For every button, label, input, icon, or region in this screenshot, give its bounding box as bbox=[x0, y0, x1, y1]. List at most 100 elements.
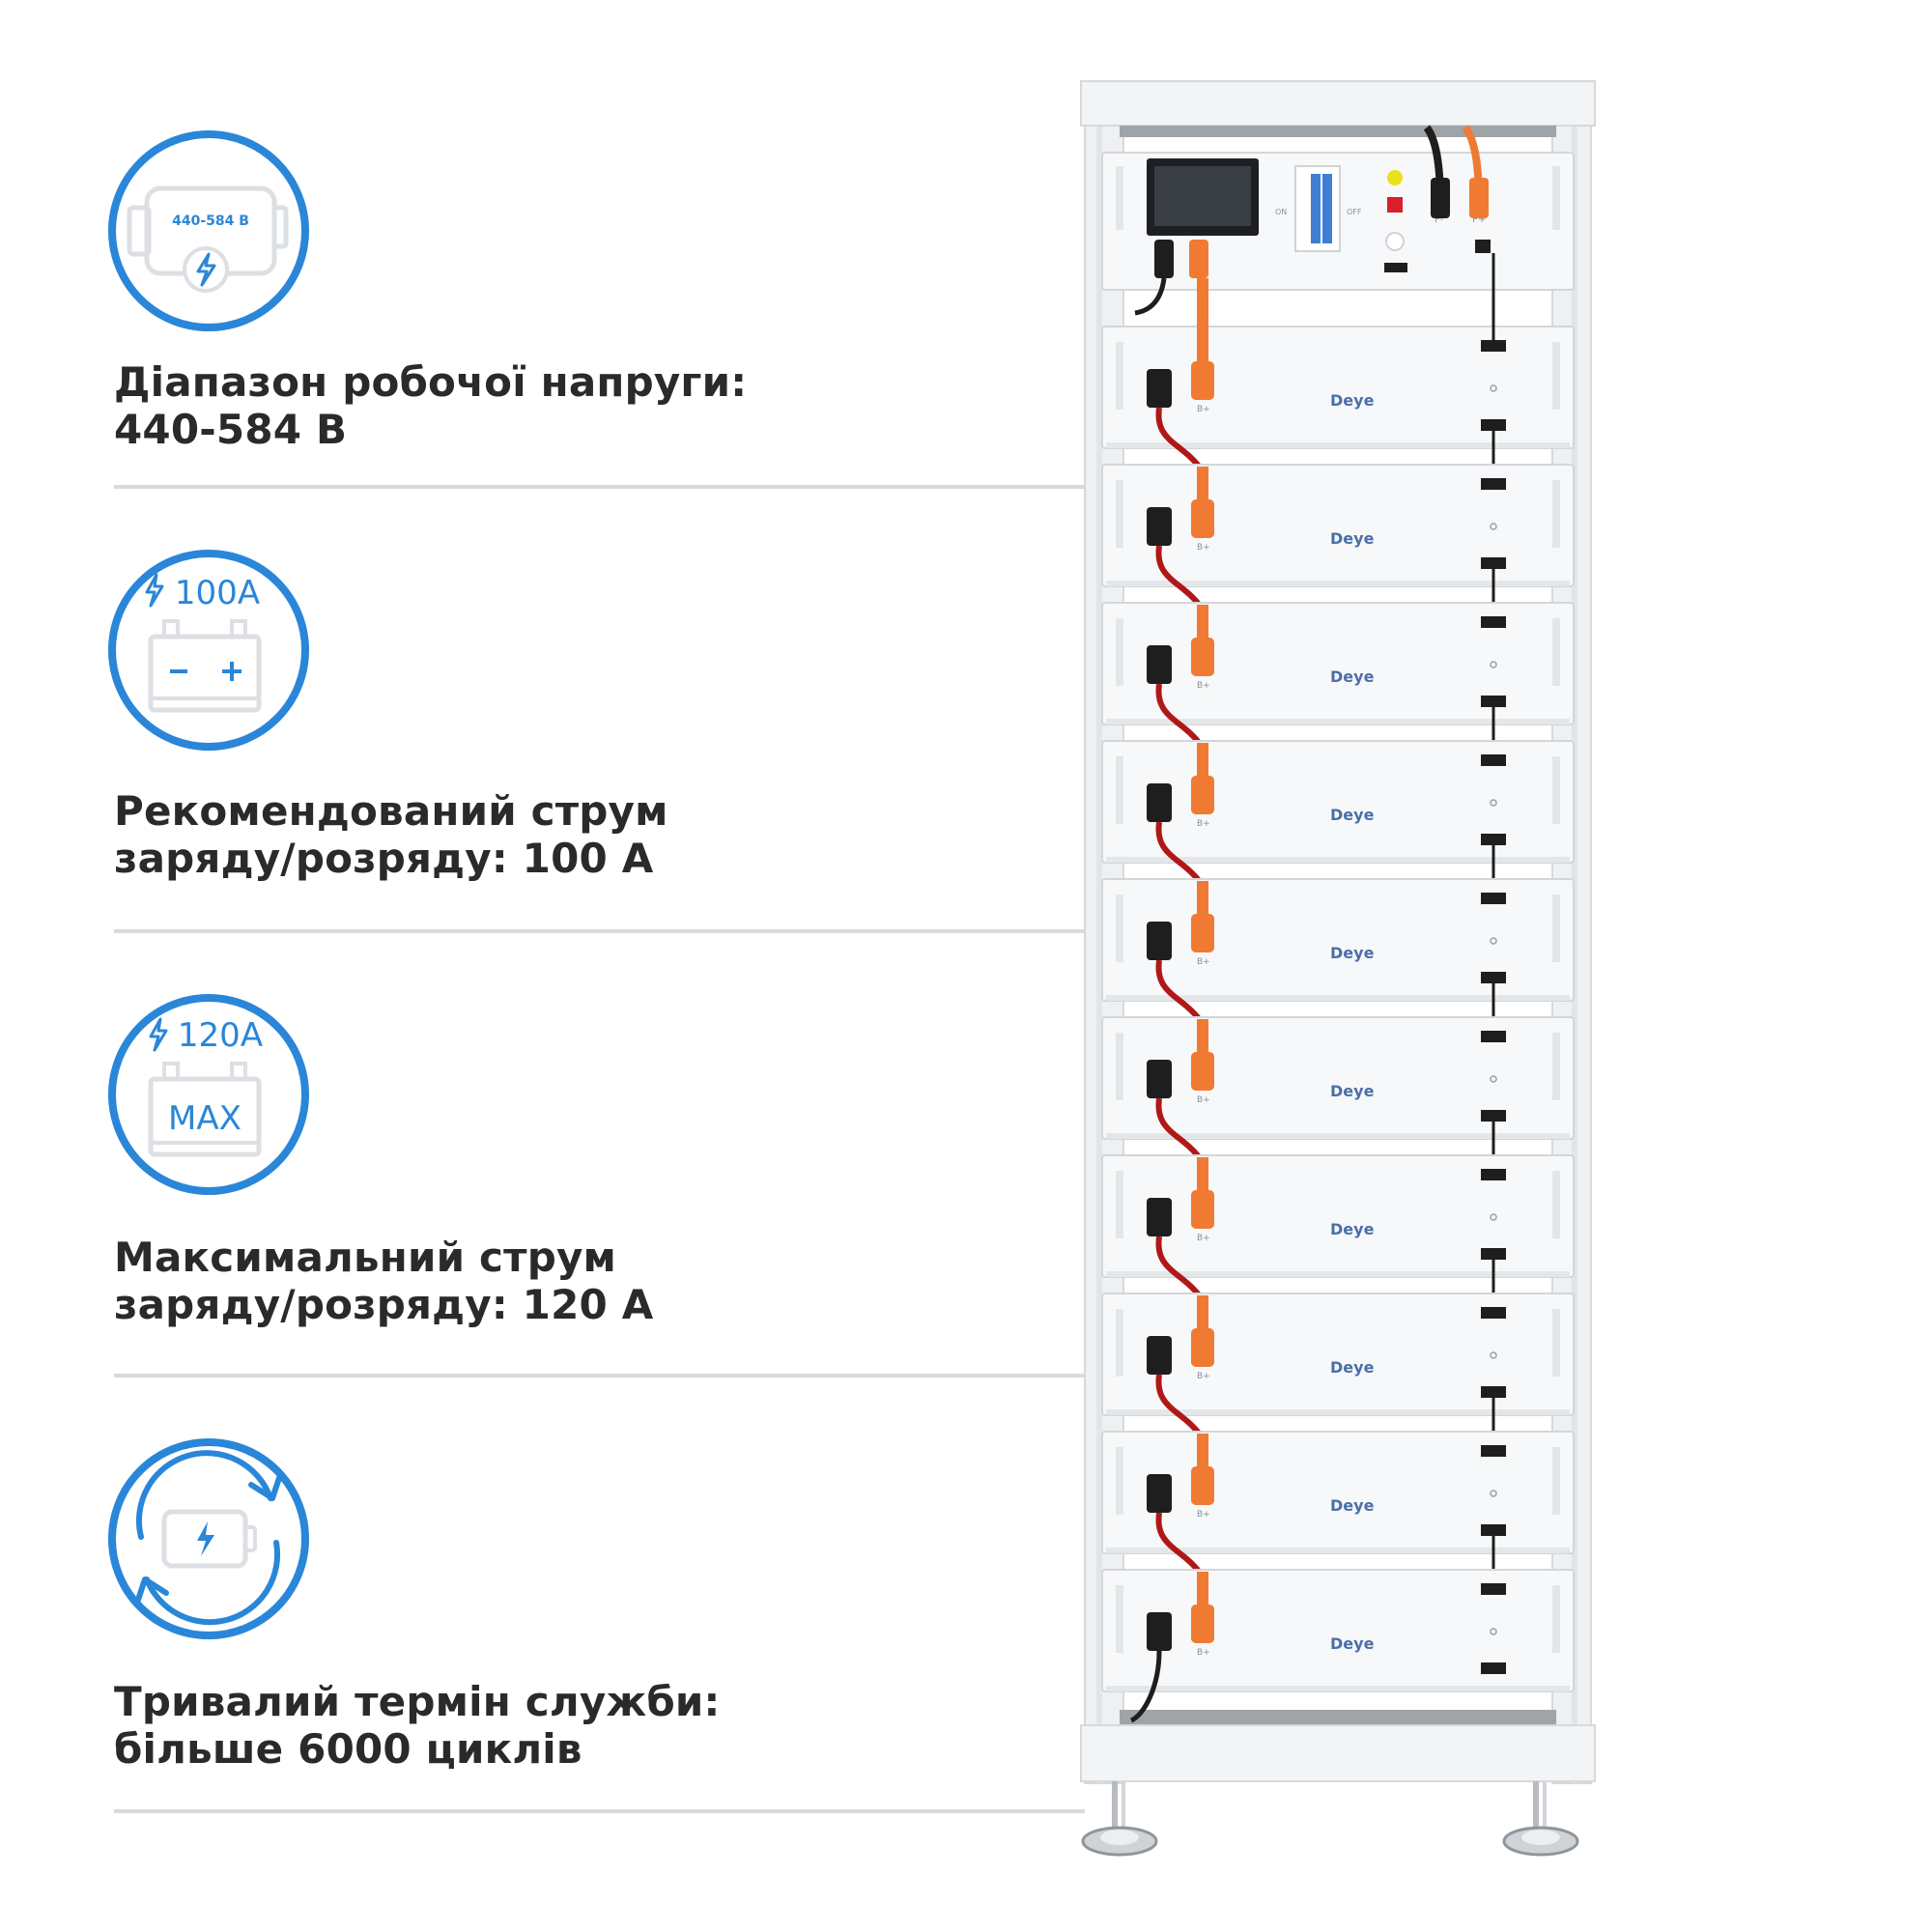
battery-link-cable bbox=[1155, 1236, 1206, 1302]
feature-voltage-line1: Діапазон робочої напруги: bbox=[114, 358, 748, 406]
breaker-on-label: ON bbox=[1275, 208, 1287, 216]
control-to-module-cable bbox=[1197, 278, 1208, 328]
battery-link-cable bbox=[1155, 407, 1206, 473]
battery-minus-connector bbox=[1147, 1474, 1172, 1513]
battery-plus-connector bbox=[1191, 1190, 1214, 1229]
status-indicator bbox=[1490, 1075, 1497, 1083]
comm-port bbox=[1481, 893, 1506, 904]
status-led-yellow bbox=[1387, 170, 1403, 185]
battery-rack-image: ON OFF P- P+ B+DeyeB+DeyeB+DeyeB+DeyeB+D… bbox=[1080, 80, 1596, 1857]
battery-plus-connector bbox=[1191, 1052, 1214, 1091]
battery-link-cable bbox=[1155, 959, 1206, 1026]
battery-plus-connector bbox=[1191, 1328, 1214, 1367]
comm-port bbox=[1481, 696, 1506, 707]
battery-minus-connector bbox=[1147, 1612, 1172, 1651]
status-indicator bbox=[1490, 937, 1497, 945]
deye-brand-logo: Deye bbox=[1330, 391, 1375, 410]
battery-minus-connector bbox=[1147, 645, 1172, 684]
battery-plus-label: B+ bbox=[1197, 1095, 1210, 1105]
status-indicator bbox=[1490, 1351, 1497, 1359]
status-indicator bbox=[1490, 1628, 1497, 1635]
battery-module: B+Deye bbox=[1101, 1293, 1575, 1445]
feature-lifetime-line2: більше 6000 циклів bbox=[114, 1725, 582, 1773]
battery-module: B+ Deye bbox=[1101, 602, 1575, 754]
status-indicator bbox=[1490, 799, 1497, 807]
battery-module-stack: B+DeyeB+DeyeB+DeyeB+DeyeB+DeyeB+DeyeB+De… bbox=[1101, 253, 1575, 1723]
battery-link-cable bbox=[1155, 545, 1206, 611]
battery-module: B+ Deye bbox=[1101, 740, 1575, 893]
deye-brand-logo: Deye bbox=[1330, 944, 1375, 962]
battery-max-current-icon: 120A MAX bbox=[108, 994, 309, 1195]
battery-plus-connector bbox=[1191, 1605, 1214, 1643]
output-connector-plus bbox=[1469, 178, 1489, 218]
feature-max-current-line1: Максимальний струм bbox=[114, 1234, 617, 1281]
deye-brand-logo: Deye bbox=[1330, 668, 1375, 686]
comm-port bbox=[1481, 1307, 1506, 1319]
status-indicator bbox=[1490, 1490, 1497, 1497]
battery-plus-label: B+ bbox=[1197, 405, 1210, 414]
comm-port bbox=[1481, 1110, 1506, 1122]
battery-module: B+Deye bbox=[1101, 464, 1575, 616]
deye-brand-logo: Deye bbox=[1330, 529, 1375, 548]
feature-recommended-current-text: Рекомендований струм заряду/розряду: 100… bbox=[114, 787, 668, 882]
divider bbox=[114, 929, 1085, 933]
feature-lifetime-line1: Тривалий термін служби: bbox=[114, 1678, 721, 1725]
battery-module: B+ Deye bbox=[1101, 878, 1575, 1031]
status-indicator bbox=[1490, 384, 1497, 392]
divider bbox=[114, 1809, 1085, 1813]
battery-plus-connector bbox=[1191, 776, 1214, 814]
battery-minus-connector bbox=[1147, 1060, 1172, 1098]
comm-port bbox=[1481, 1169, 1506, 1180]
rack-foot-left bbox=[1081, 1781, 1158, 1857]
feature-recommended-current-line1: Рекомендований струм bbox=[114, 787, 668, 835]
deye-brand-logo: Deye bbox=[1330, 1358, 1375, 1377]
battery-plus-connector bbox=[1191, 638, 1214, 676]
battery-minus-connector bbox=[1147, 1198, 1172, 1236]
comm-port bbox=[1481, 1445, 1506, 1457]
power-button-red bbox=[1387, 197, 1403, 213]
circuit-breaker: ON OFF bbox=[1275, 165, 1362, 252]
battery-plus-connector bbox=[1191, 1466, 1214, 1505]
divider bbox=[114, 1374, 1085, 1378]
comm-port bbox=[1481, 419, 1506, 431]
feature-max-current-line2: заряду/розряду: 120 А bbox=[114, 1281, 654, 1328]
deye-brand-logo: Deye bbox=[1330, 1496, 1375, 1515]
rack-foot-right bbox=[1502, 1781, 1579, 1857]
battery-module: B+ Deye bbox=[1101, 1016, 1575, 1169]
deye-brand-logo: Deye bbox=[1330, 806, 1375, 824]
max-current-icon-sublabel: MAX bbox=[168, 1099, 242, 1138]
comm-port bbox=[1481, 1386, 1506, 1398]
comm-port bbox=[1481, 972, 1506, 983]
battery-plus-label: B+ bbox=[1197, 681, 1210, 691]
battery-plus-label: B+ bbox=[1197, 957, 1210, 967]
battery-plus-label: B+ bbox=[1197, 1510, 1210, 1520]
feature-max-current-text: Максимальний струм заряду/розряду: 120 А bbox=[114, 1234, 654, 1328]
output-connector-minus bbox=[1431, 178, 1450, 218]
battery-minus-connector bbox=[1147, 1336, 1172, 1375]
feature-voltage-text: Діапазон робочої напруги: 440-584 В bbox=[114, 358, 747, 453]
feature-lifetime-text: Тривалий термін служби: більше 6000 цикл… bbox=[114, 1678, 721, 1773]
battery-module: B+ Deye bbox=[1101, 1431, 1575, 1583]
output-plus-label: P+ bbox=[1472, 214, 1486, 225]
status-indicator bbox=[1490, 661, 1497, 668]
comm-port bbox=[1481, 616, 1506, 628]
comm-port bbox=[1481, 754, 1506, 766]
deye-brand-logo: Deye bbox=[1330, 1634, 1375, 1653]
battery-plus-label: B+ bbox=[1197, 819, 1210, 829]
battery-module: B+Deye bbox=[1101, 1569, 1575, 1723]
deye-brand-logo: Deye bbox=[1330, 1082, 1375, 1100]
battery-minus-connector bbox=[1147, 369, 1172, 408]
feature-recommended-current-line2: заряду/розряду: 100 А bbox=[114, 835, 654, 882]
battery-minus-connector bbox=[1147, 922, 1172, 960]
battery-module: B+ Deye bbox=[1101, 326, 1575, 478]
max-current-icon-label: 120A bbox=[178, 1016, 263, 1055]
recommended-current-icon-label: 100A bbox=[175, 574, 260, 612]
battery-plus-connector bbox=[1191, 914, 1214, 952]
battery-plus-connector bbox=[1191, 361, 1214, 400]
battery-current-icon: 100A bbox=[108, 550, 309, 751]
battery-link-cable bbox=[1155, 683, 1206, 750]
comm-port bbox=[1481, 478, 1506, 490]
comm-port bbox=[1481, 1583, 1506, 1595]
comm-port bbox=[1384, 263, 1407, 272]
battery-plus-connector bbox=[1191, 499, 1214, 538]
